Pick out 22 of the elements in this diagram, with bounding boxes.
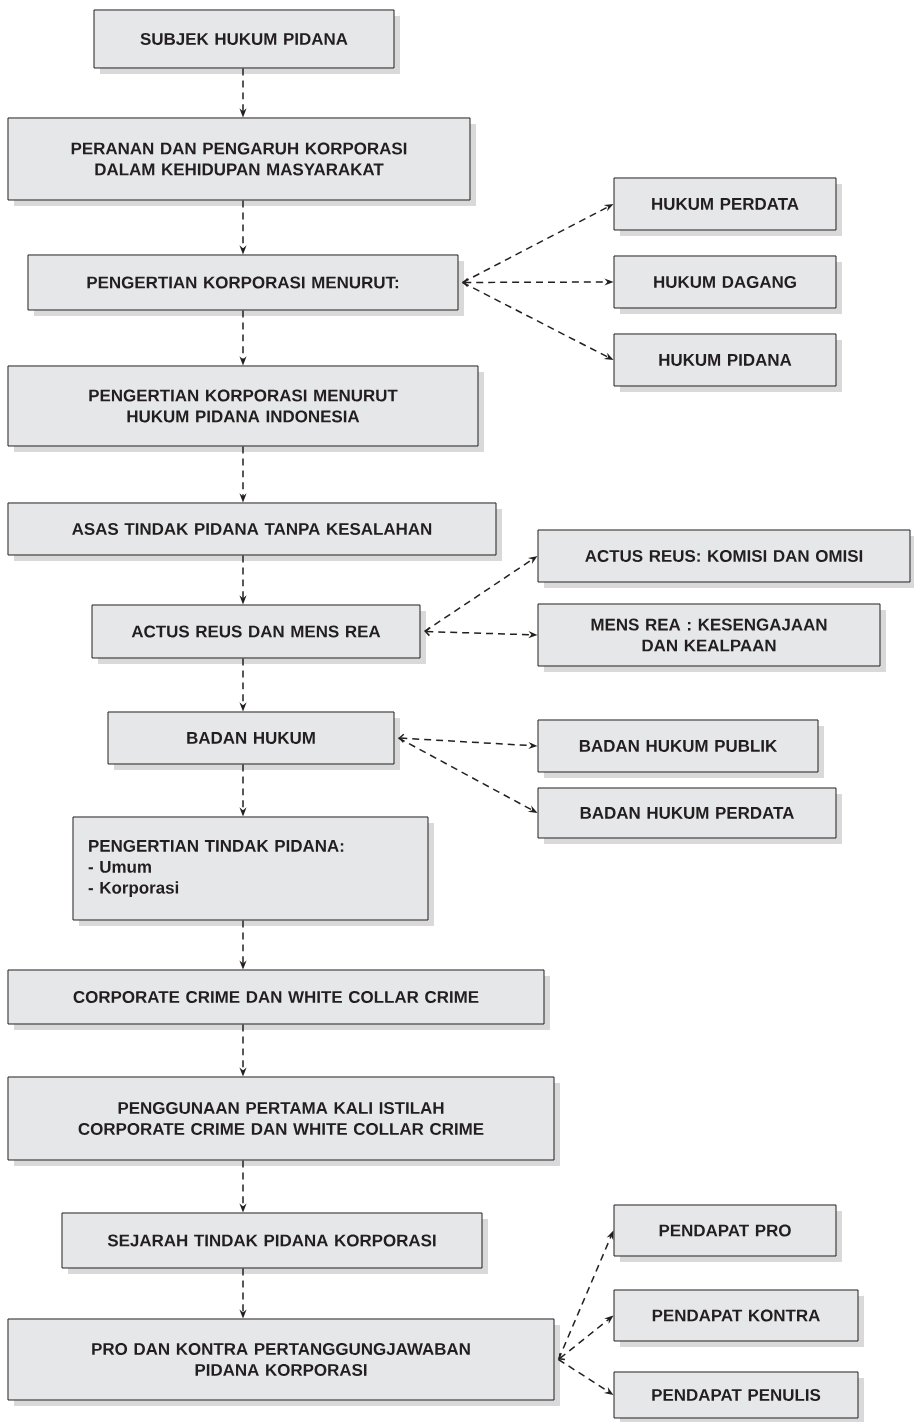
process-box: SUBJEK HUKUM PIDANA bbox=[93, 9, 400, 74]
process-box: BADAN HUKUM PUBLIK bbox=[537, 719, 824, 778]
process-box: ACTUS REUS DAN MENS REA bbox=[91, 604, 426, 664]
process-box: PERANAN DAN PENGARUH KORPORASI DALAM KEHIDUPAN MASYARAKAT bbox=[7, 117, 476, 206]
process-box: PENGERTIAN TINDAK PIDANA: - Umum - Korporasi bbox=[72, 816, 434, 926]
process-box: CORPORATE CRIME DAN WHITE COLLAR CRIME bbox=[7, 969, 550, 1030]
process-box: PENGERTIAN KORPORASI MENURUT HUKUM PIDANA INDONESIA bbox=[7, 365, 484, 452]
process-box: BADAN HUKUM bbox=[107, 711, 400, 770]
process-box: BADAN HUKUM PERDATA bbox=[537, 787, 842, 844]
process-box: PENGERTIAN KORPORASI MENURUT: bbox=[27, 254, 464, 316]
process-box: HUKUM DAGANG bbox=[613, 255, 842, 314]
process-box: PENGGUNAAN PERTAMA KALI ISTILAH CORPORATE CRIME DAN WHITE COLLAR CRIME bbox=[7, 1076, 560, 1166]
process-box: MENS REA : KESENGAJAAN DAN KEALPAAN bbox=[537, 603, 886, 672]
process-box: HUKUM PERDATA bbox=[613, 177, 842, 236]
process-box: PENDAPAT PENULIS bbox=[613, 1371, 864, 1422]
process-box: ASAS TINDAK PIDANA TANPA KESALAHAN bbox=[7, 502, 502, 561]
process-box: PRO DAN KONTRA PERTANGGUNGJAWABAN PIDANA KORPORASI bbox=[7, 1318, 560, 1406]
process-box: SEJARAH TINDAK PIDANA KORPORASI bbox=[61, 1212, 488, 1274]
process-box: PENDAPAT PRO bbox=[613, 1204, 842, 1262]
process-box: HUKUM PIDANA bbox=[613, 333, 842, 392]
process-box: PENDAPAT KONTRA bbox=[613, 1289, 864, 1347]
process-box: ACTUS REUS: KOMISI DAN OMISI bbox=[537, 529, 914, 588]
